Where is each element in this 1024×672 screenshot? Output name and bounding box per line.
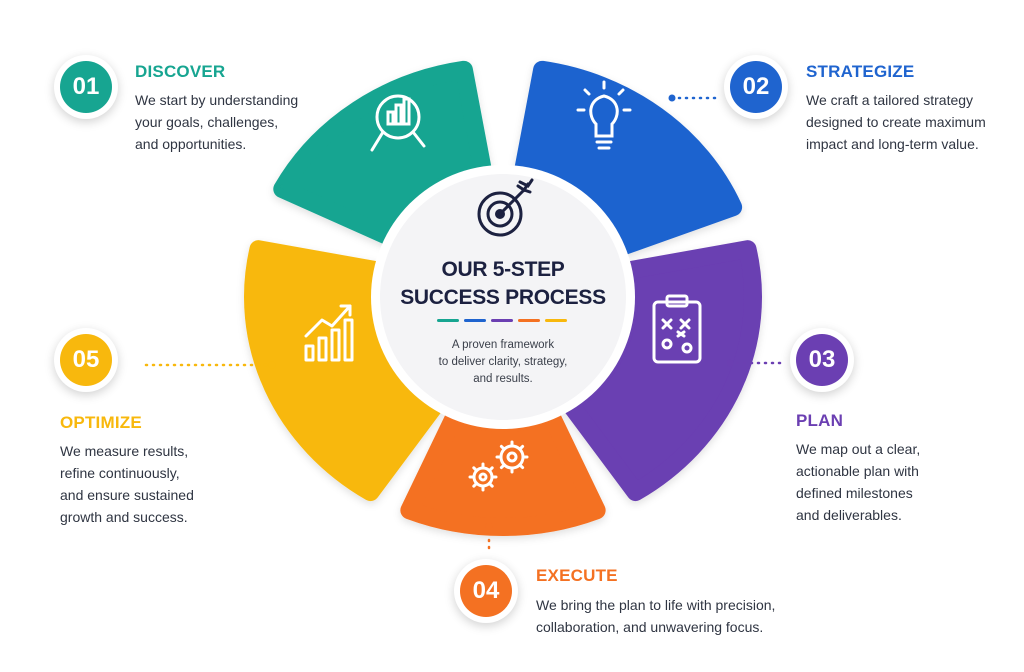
connector-optimize-dot [268,361,276,369]
gear-tooth [472,481,479,488]
center-title: OUR 5-STEP SUCCESS PROCESS [398,256,608,312]
step-03-desc-line: We map out a clear, [796,441,921,457]
lightbulb-icon [576,80,632,150]
target-icon [477,178,534,237]
step-05-description: We measure results, refine continuously,… [60,440,194,528]
step-02-desc-line: designed to create maximum [806,114,986,130]
step-01-description: We start by understanding your goals, ch… [135,89,298,155]
step-05-desc-line: refine continuously, [60,465,180,481]
segment-execute [400,404,606,536]
step-03-title: PLAN [796,411,844,430]
gear-tooth [487,466,494,473]
step-04-description: We bring the plan to life with precision… [536,594,775,638]
gear-tooth [499,444,506,451]
step-01-desc-line: We start by understanding [135,92,299,108]
divider-dash-discover [437,319,459,322]
center-circle [380,174,626,420]
step-05-number: 05 [60,334,112,386]
center-subtitle-line1: A proven framework [451,339,555,351]
step-04-desc-line: collaboration, and unwavering focus. [536,619,764,635]
center-subtitle-line3: and results. [473,373,533,385]
center-subtitle: A proven framework to deliver clarity, s… [413,337,593,388]
step-03-badge: 03 [790,328,854,392]
step-04-title: EXECUTE [536,566,618,585]
divider-dash-execute [518,319,540,322]
step-02-number: 02 [730,61,782,113]
gear-tooth [518,463,525,470]
connector-execute-dot [485,522,493,530]
divider-dash-plan [491,319,513,322]
clipboard-plan-icon [652,294,702,364]
step-03-desc-line: and deliverables. [796,507,902,523]
divider-dash-strategize [464,319,486,322]
step-03-desc-line: defined milestones [796,485,913,501]
gears-icon [468,440,529,492]
connector-discover-mark [279,184,284,190]
center-title-line2: SUCCESS PROCESS [400,286,606,309]
center-divider [437,319,567,322]
gear-tooth [472,466,479,473]
step-05-desc-line: and ensure sustained [60,487,194,503]
divider-dash-optimize [545,319,567,322]
step-01-desc-line: your goals, challenges, [135,114,279,130]
step-03-number: 03 [796,334,848,386]
step-05-badge: 05 [54,328,118,392]
step-04-badge: 04 [454,559,518,623]
step-01-number: 01 [60,61,112,113]
magnifier-chart-icon [370,94,426,152]
step-02-badge: 02 [724,55,788,119]
step-02-description: We craft a tailored strategy designed to… [806,89,986,155]
gear-tooth [499,463,506,470]
growth-chart-icon [304,304,354,362]
gear-tooth [487,481,494,488]
center-subtitle-line2: to deliver clarity, strategy, [438,356,568,368]
step-03-desc-line: actionable plan with [796,463,919,479]
center-title-line1: OUR 5-STEP [441,258,565,281]
step-03-description: We map out a clear, actionable plan with… [796,438,920,526]
connector-strategize-dot [668,94,676,102]
step-01-desc-line: and opportunities. [135,136,247,152]
step-04-desc-line: We bring the plan to life with precision… [536,597,776,613]
connector-plan-dot [726,359,734,367]
step-02-desc-line: impact and long-term value. [806,136,979,152]
step-05-title: OPTIMIZE [60,413,142,432]
step-05-desc-line: We measure results, [60,443,189,459]
step-04-number: 04 [460,565,512,617]
step-02-desc-line: We craft a tailored strategy [806,92,974,108]
step-01-title: DISCOVER [135,62,226,81]
gear-tooth [518,444,525,451]
step-01-badge: 01 [54,55,118,119]
step-02-title: STRATEGIZE [806,62,915,81]
step-05-desc-line: growth and success. [60,509,188,525]
